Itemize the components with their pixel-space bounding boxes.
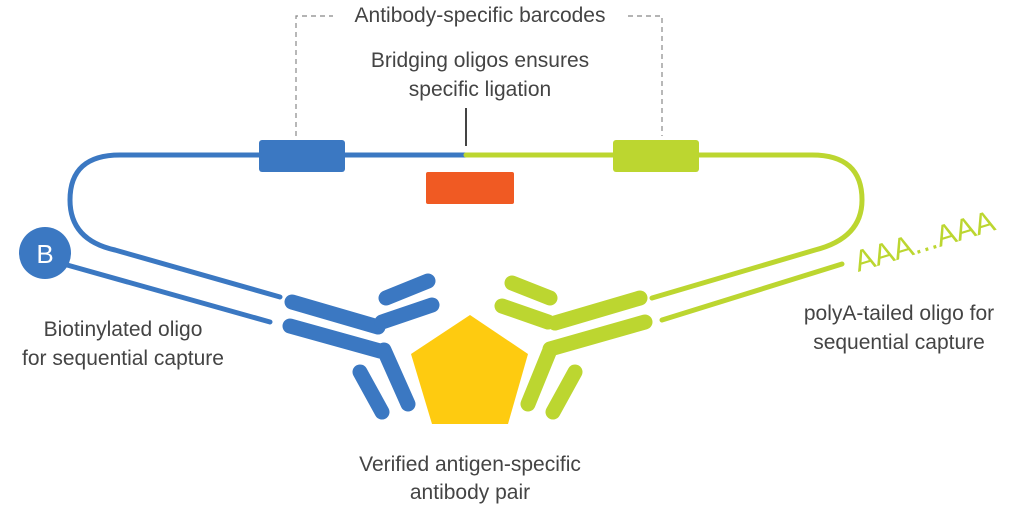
blue-antibody <box>282 273 440 420</box>
barcode-bracket-right <box>628 15 663 136</box>
biotin-badge: B <box>19 227 71 279</box>
biotin-circle <box>19 227 71 279</box>
green-antibody-heavy-lower <box>542 314 653 357</box>
green-antibody-light-mid <box>494 298 556 330</box>
bridging-oligo-block <box>426 172 514 204</box>
blue-barcode-block <box>259 140 345 172</box>
antigen-label-line1: Verified antigen-specific <box>359 453 581 476</box>
bridging-label-line2: specific ligation <box>408 78 552 101</box>
antigen-label-line2: antibody pair <box>409 481 531 504</box>
green-antibody-light-top <box>504 275 558 306</box>
green-antibody-stem-outer <box>520 342 558 412</box>
barcodes-label: Antibody-specific barcodes <box>354 4 606 27</box>
polya-label-line2: sequential capture <box>813 331 985 354</box>
biotin-letter: B <box>36 239 53 269</box>
biotin-label-line2: for sequential capture <box>22 347 224 370</box>
polya-tail-text: AAA...AAA <box>850 205 998 279</box>
polya-label-line1: polyA-tailed oligo for <box>803 302 995 325</box>
green-antibody-heavy-upper <box>547 290 648 331</box>
blue-antibody-light-mid <box>374 297 440 330</box>
blue-oligo-strand <box>67 152 469 300</box>
bridging-label-line1: Bridging oligos ensures <box>370 49 590 72</box>
blue-antibody-heavy-lower <box>282 318 388 359</box>
blue-antibody-stem-inner <box>352 364 390 420</box>
blue-antibody-light-top <box>378 273 436 306</box>
green-barcode-block <box>613 140 699 172</box>
blue-antibody-heavy-upper <box>284 294 386 335</box>
green-oligo-strand <box>463 152 865 301</box>
blue-antibody-stem-outer <box>376 342 416 412</box>
green-antibody-stem-inner <box>545 364 583 420</box>
polya-oligo-strand <box>659 261 845 323</box>
antigen-pentagon <box>411 315 528 424</box>
green-antibody <box>494 275 653 420</box>
biotin-label-line1: Biotinylated oligo <box>43 318 203 341</box>
biotinylated-oligo-strand <box>57 260 273 325</box>
barcode-bracket-left <box>295 15 333 136</box>
